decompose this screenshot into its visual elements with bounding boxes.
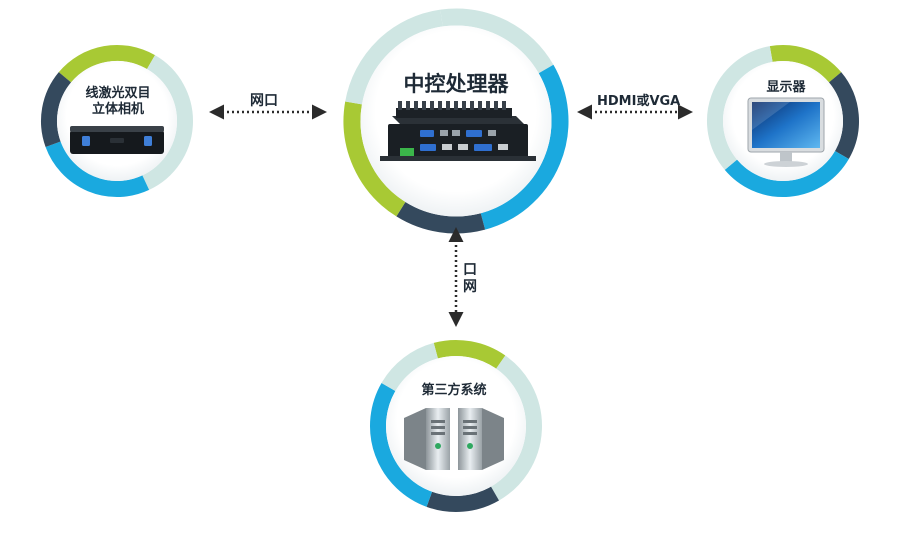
ring-segment [142,55,193,190]
camera-label-line2: 立体相机 [91,101,144,117]
camera-node-ring [39,43,195,199]
camera-node-label: 线激光双目 立体相机 [64,86,172,117]
ring-segment [381,342,439,392]
ring-segment [828,72,859,159]
ring-segment [41,72,72,147]
ring-segment [490,355,542,501]
connection-label-vertical-line2: 网 [463,279,477,295]
connection-label-hdmi-vga: HDMI或VGA [597,94,681,109]
camera-label-line1: 线激光双目 [85,86,151,101]
ring-segment [396,201,486,234]
ring-segment [769,45,842,83]
ring-segment [440,8,554,74]
connection-label-network: 网口 [250,93,278,109]
third-party-node-ring [368,338,544,514]
ring-segment [45,141,150,197]
ring-segment [433,340,506,369]
third-party-node-label: 第三方系统 [421,383,487,398]
monitor-node-label: 显示器 [766,80,806,95]
monitor-icon [747,97,825,167]
connection-label-vertical-line1: 口 [463,262,477,278]
ring-segment [426,486,499,512]
stereo-camera-icon [70,126,164,154]
ring-segment [58,45,155,83]
ring-inner-disc [57,61,177,181]
processor-box-icon [380,101,536,161]
connection-label-vertical: 口 网 [462,262,478,296]
ring-segment [343,101,406,217]
ring-segment [724,150,849,197]
ring-segment [345,9,443,105]
ring-segment [480,64,569,230]
center-node-label: 中控处理器 [403,72,509,96]
servers-icon [404,408,504,470]
ring-segment [707,46,773,170]
center-node-ring [341,6,571,236]
ring-segment [370,383,433,507]
